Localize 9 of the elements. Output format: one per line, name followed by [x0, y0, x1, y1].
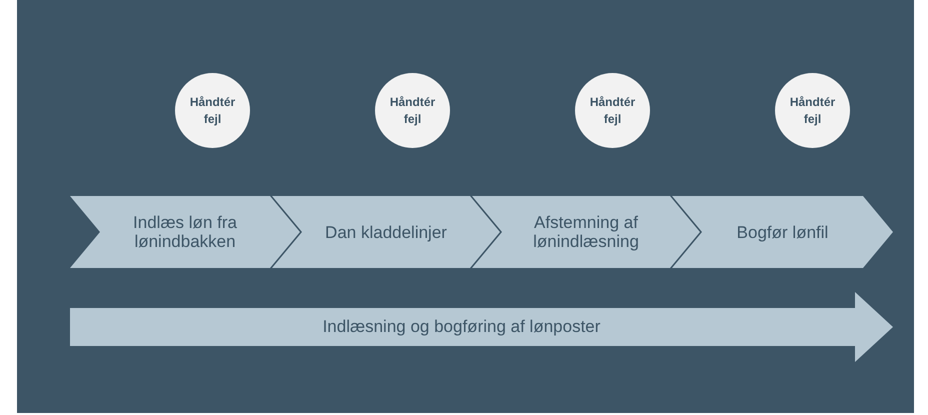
step-label: Håndtér fejl	[188, 94, 236, 128]
step-label: Dan kladdelinjer	[325, 222, 447, 242]
step-label: Håndtér fejl	[388, 94, 436, 128]
step-label: Afstemning af lønindlæsning	[532, 213, 640, 251]
step-label: Håndtér fejl	[788, 94, 836, 128]
step-label: Indlæsning og bogføring af lønposter	[322, 316, 600, 338]
step-label: Håndtér fejl	[588, 94, 636, 128]
step-label: Bogfør lønfil	[736, 222, 828, 242]
step-label: Indlæs løn fra lønindbakken	[132, 213, 238, 251]
